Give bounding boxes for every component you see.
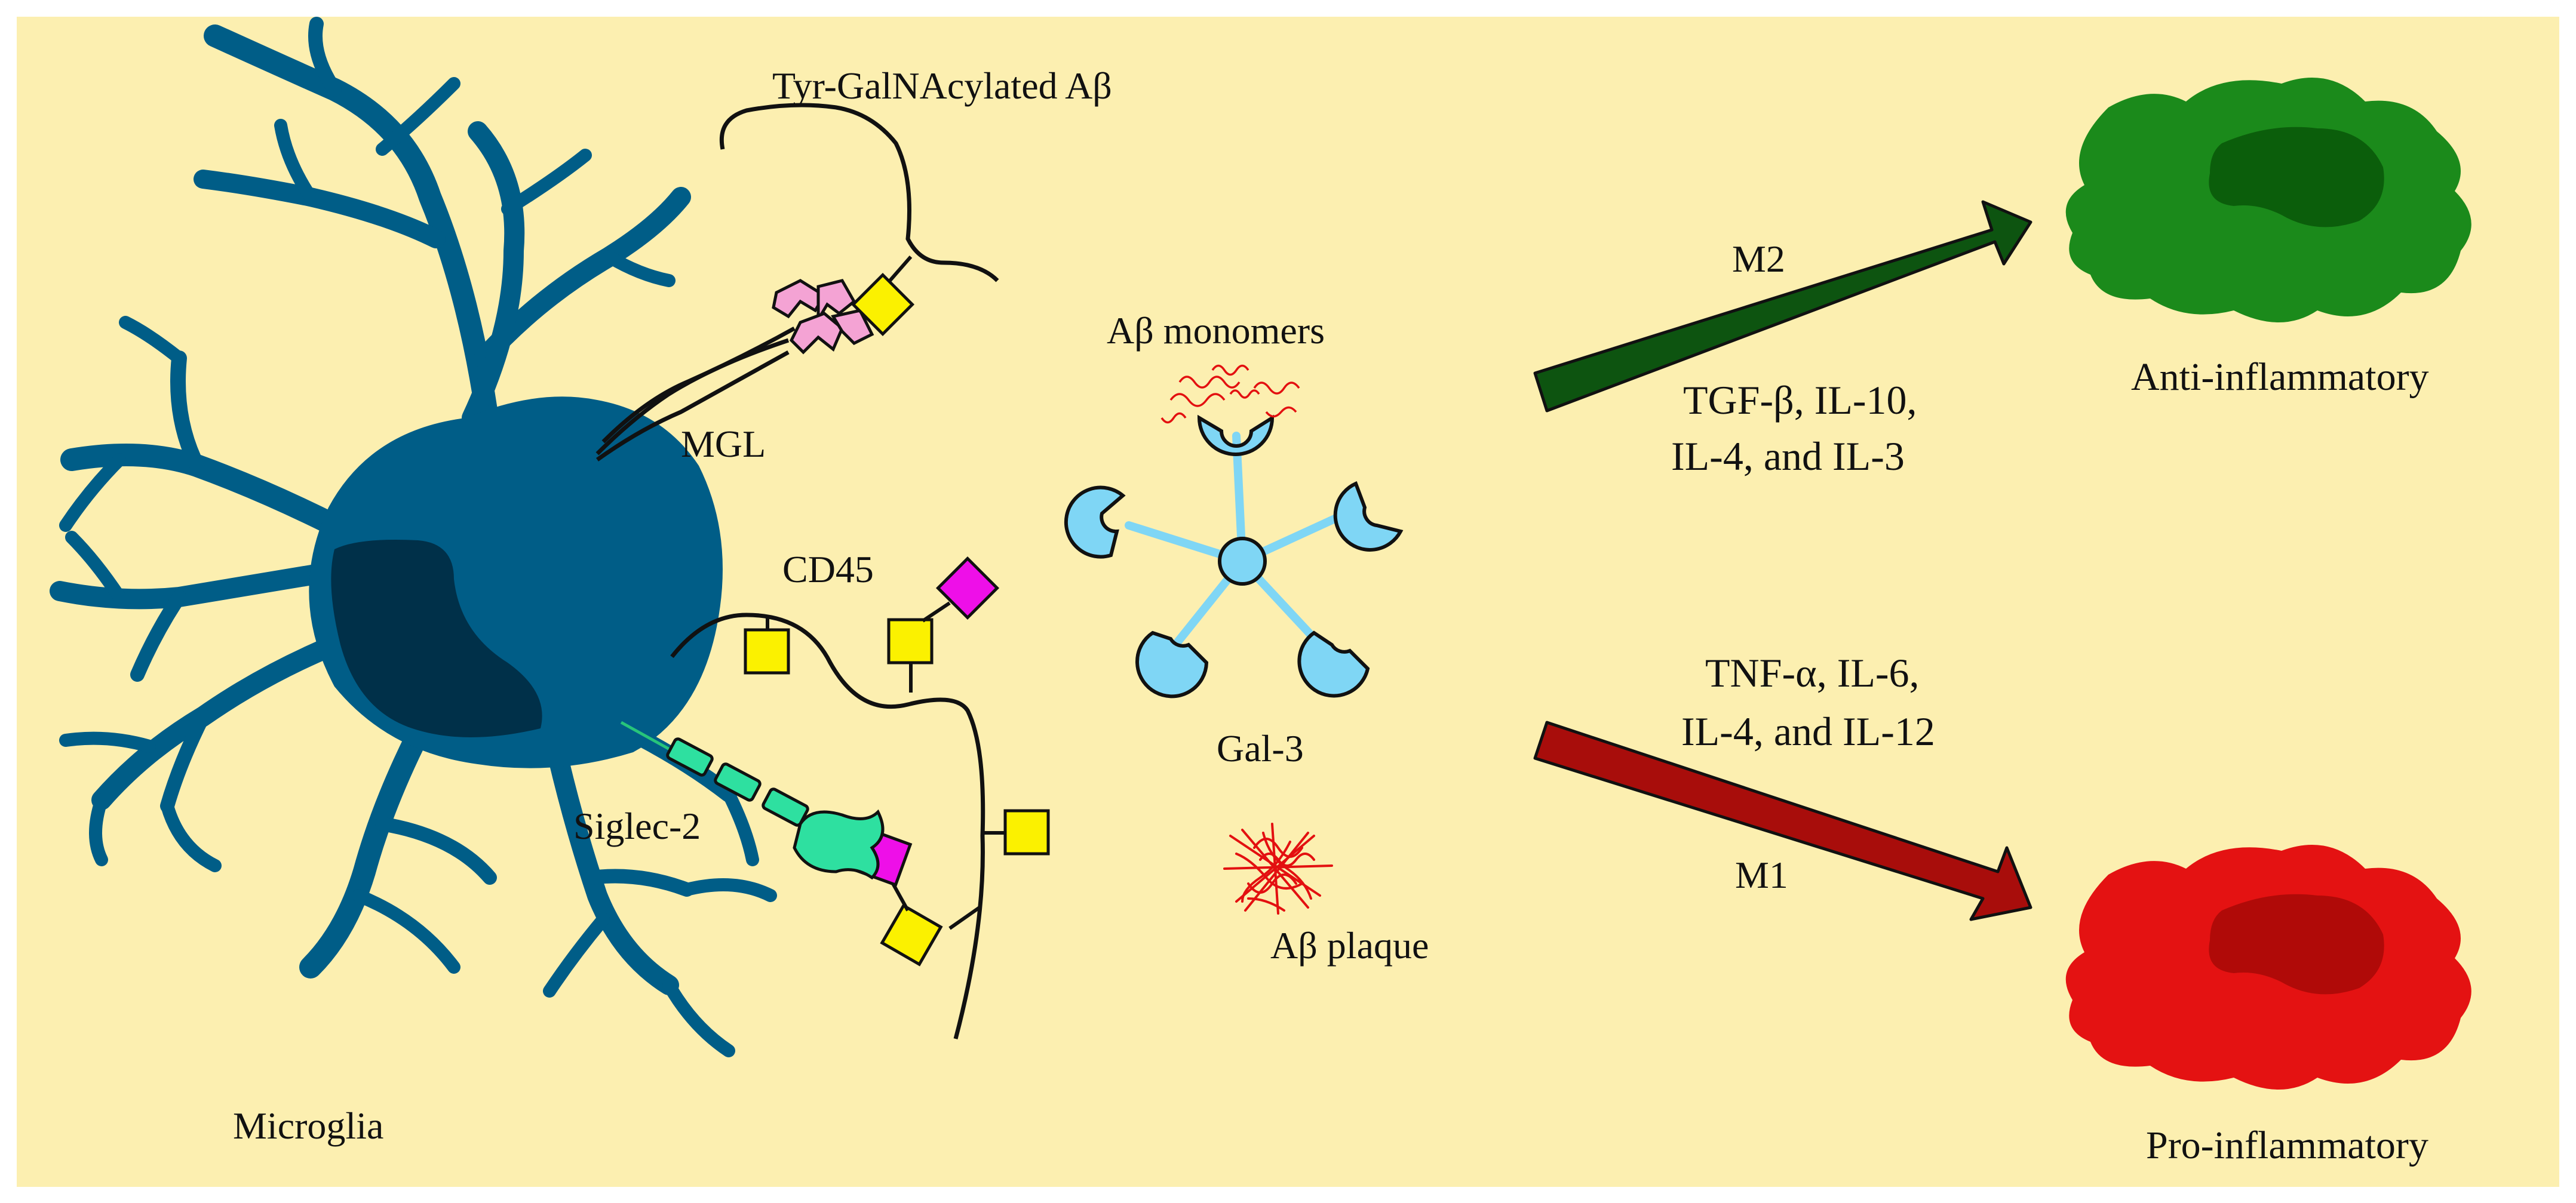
m2-arrow — [1533, 200, 2032, 413]
label-anti-inflammatory: Anti-inflammatory — [2131, 355, 2429, 399]
microglia-nucleus — [331, 540, 542, 737]
label-m1-cytokines-1: TNF-α, IL-6, — [1705, 650, 1920, 696]
galnac-square-cd45-4 — [880, 903, 943, 967]
label-microglia: Microglia — [233, 1104, 383, 1147]
label-ab-monomers: Aβ monomers — [1107, 309, 1325, 352]
galnac-square-mgl — [851, 272, 915, 337]
label-pro-inflammatory: Pro-inflammatory — [2146, 1124, 2428, 1167]
galnac-square-cd45-2 — [887, 618, 934, 664]
siglec-2-receptor — [620, 721, 885, 880]
m1-arrow — [1533, 721, 2032, 921]
label-tyr-galnacylated-ab: Tyr-GalNAcylated Aβ — [772, 64, 1112, 107]
ab-plaque — [1223, 823, 1333, 915]
pro-inflammatory-cell — [2065, 845, 2471, 1090]
galnac-square-cd45-3 — [1003, 809, 1050, 856]
label-cd45: CD45 — [782, 548, 874, 590]
anti-inflammatory-cell — [2065, 78, 2471, 322]
label-m2-cytokines-2: IL-4, and IL-3 — [1671, 433, 1905, 479]
gal3-pentamer — [1064, 364, 1404, 699]
sialic-diamond-cd45 — [935, 556, 1000, 620]
label-m2-cytokines-1: TGF-β, IL-10, — [1683, 377, 1917, 423]
tyr-galnacylated-ab — [719, 103, 999, 337]
label-mgl: MGL — [681, 423, 766, 465]
label-gal-3: Gal-3 — [1217, 727, 1304, 770]
label-ab-plaque: Aβ plaque — [1270, 924, 1429, 967]
microglia-cell — [50, 17, 777, 1057]
label-m1-cytokines-2: IL-4, and IL-12 — [1681, 709, 1935, 754]
label-siglec-2: Siglec-2 — [573, 805, 701, 847]
cd45-receptor — [670, 556, 1050, 1039]
label-m2: M2 — [1732, 238, 1785, 280]
galnac-square-cd45-1 — [744, 628, 790, 675]
mgl-receptor — [595, 279, 874, 461]
label-m1: M1 — [1735, 854, 1788, 896]
